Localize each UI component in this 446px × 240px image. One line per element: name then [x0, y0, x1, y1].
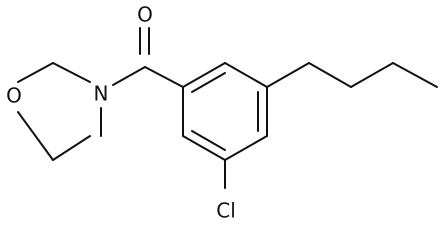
carbonyl-oxygen-label: O	[137, 3, 153, 27]
benzene-bond-1	[182, 62, 226, 88]
butyl-bond-2	[308, 62, 352, 88]
chlorine-label: Cl	[216, 199, 236, 223]
ring-oxygen-label: O	[6, 84, 22, 108]
molecule-diagram: O N O Cl	[6, 3, 438, 223]
butyl-bond-4	[392, 62, 438, 88]
nitrogen-label: N	[94, 82, 109, 106]
morpholine-bond-3	[17, 111, 54, 161]
butyl-bond-1	[266, 62, 310, 88]
aromatic-inner-bond-3	[191, 130, 226, 151]
benzene-bond-5	[182, 135, 226, 161]
benzene-bond-4	[224, 135, 268, 161]
morpholine-bond-1	[52, 62, 91, 83]
carbonyl-to-nitrogen-bond	[112, 66, 146, 86]
chemical-structure-canvas: O N O Cl	[6, 2, 438, 223]
carbonyl-to-ring-bond	[144, 66, 184, 88]
butyl-bond-3	[350, 62, 394, 88]
morpholine-bond-2	[17, 62, 54, 83]
benzene-bond-2	[224, 62, 268, 88]
bond-layer	[17, 27, 438, 189]
morpholine-bond-4	[52, 135, 91, 161]
aromatic-inner-bond-1	[191, 72, 226, 93]
